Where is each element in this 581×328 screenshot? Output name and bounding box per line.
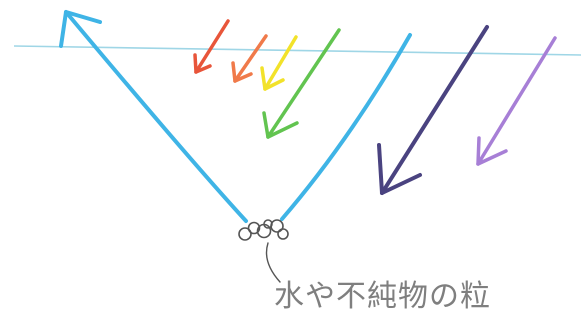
reflected-ray-arrow	[61, 12, 246, 221]
incoming-ray-violet	[478, 38, 555, 164]
particle-cluster-icon	[239, 220, 288, 240]
incoming-ray-lightblue	[282, 35, 410, 219]
incoming-ray-orange	[233, 36, 266, 81]
incoming-ray-yellow	[262, 37, 296, 89]
incoming-ray-red	[195, 21, 228, 72]
particle-caption: 水や不純物の粒	[274, 277, 574, 317]
